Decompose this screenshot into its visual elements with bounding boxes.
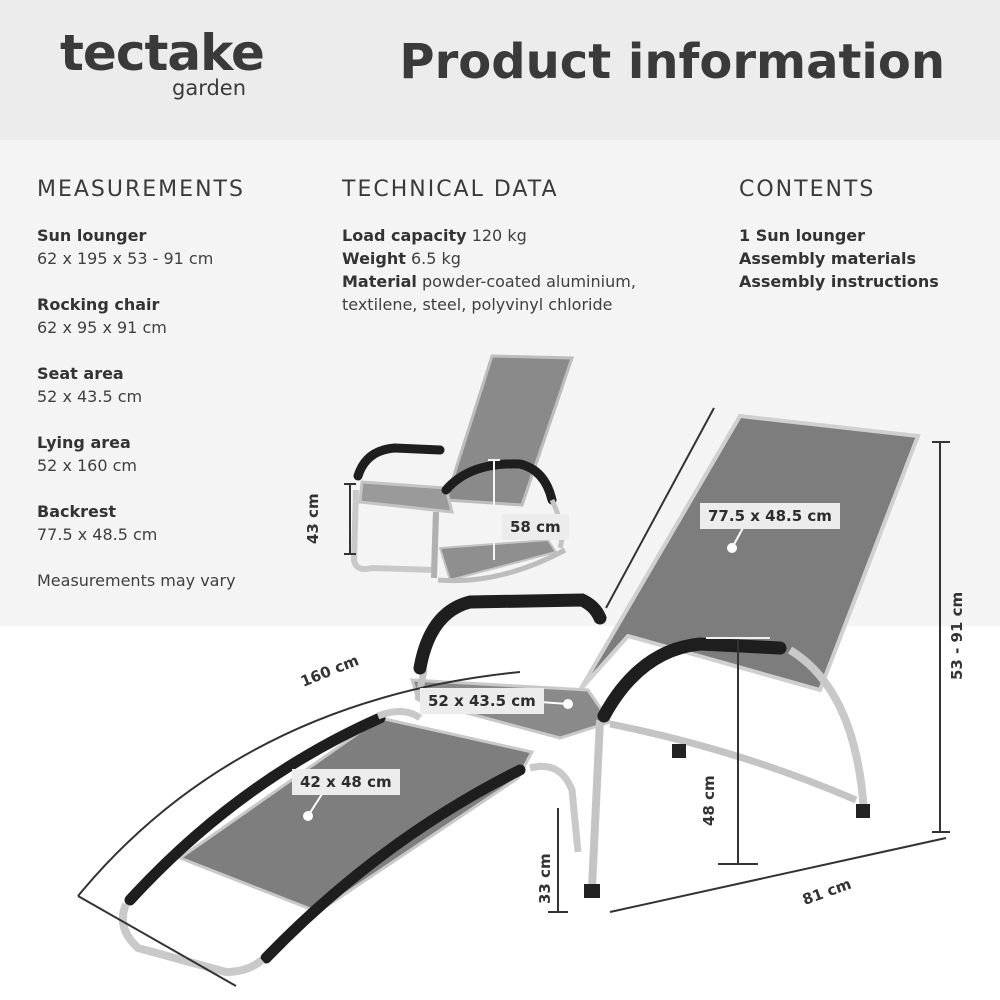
rocking-chair-backrest — [443, 354, 575, 507]
brand-sub: garden — [172, 76, 247, 100]
rocking-chair-seat — [358, 480, 454, 514]
material-label: Material — [342, 272, 417, 292]
header: tectake garden Product information — [0, 0, 1000, 140]
page-title: Product information — [399, 34, 945, 90]
load-capacity-line: Load capacity 120 kg — [342, 224, 636, 247]
measurement-value: 52 x 160 cm — [37, 456, 138, 476]
weight-label: Weight — [342, 249, 406, 269]
measurements-note: Measurements may vary — [37, 571, 236, 591]
load-capacity-value: 120 kg — [471, 226, 527, 246]
rocking-chair-armrest-left — [353, 443, 445, 481]
measurement-item: Lying area 52 x 160 cm — [37, 431, 245, 477]
measurement-label: Rocking chair — [37, 295, 160, 315]
sun-lounger-armrest-right — [597, 637, 787, 723]
footrest-rail-right — [260, 764, 526, 964]
dim-line-width — [609, 837, 947, 913]
dim-line-length — [77, 671, 521, 897]
contents-item: Assembly instructions — [739, 272, 939, 292]
contents-item: Assembly materials — [739, 249, 917, 269]
sun-lounger-footrest — [176, 716, 535, 914]
dim-line-backrest — [605, 407, 715, 609]
sun-lounger-armrest-left — [413, 593, 607, 675]
measurement-value: 52 x 43.5 cm — [37, 387, 143, 407]
material-line-2: textilene, steel, polyvinyl chloride — [342, 295, 613, 315]
seat-dimension-tag: 52 x 43.5 cm — [420, 688, 544, 714]
measurement-value: 77.5 x 48.5 cm — [37, 525, 158, 545]
foot-height-label: 33 cm — [536, 853, 554, 904]
weight-value: 6.5 kg — [411, 249, 461, 269]
weight-line: Weight 6.5 kg — [342, 247, 636, 270]
small-seat-dimension-tag: 58 cm — [502, 514, 569, 540]
technical-heading: TECHNICAL DATA — [342, 177, 559, 202]
measurements-column: MEASUREMENTS Sun lounger 62 x 195 x 53 -… — [37, 177, 245, 592]
measurement-item: Rocking chair 62 x 95 x 91 cm — [37, 293, 245, 339]
sun-lounger-backrest — [578, 413, 921, 693]
measurement-label: Sun lounger — [37, 226, 147, 246]
material-value: powder-coated aluminium, — [421, 272, 636, 292]
rocking-chair-drawing — [344, 354, 575, 584]
material-line: Material powder-coated aluminium, — [342, 270, 636, 293]
contents-item: 1 Sun lounger — [739, 226, 866, 246]
small-height-label: 43 cm — [304, 493, 322, 544]
measurement-value: 62 x 195 x 53 - 91 cm — [37, 249, 214, 269]
rocking-chair-frame — [350, 489, 439, 574]
height-range-label: 53 - 91 cm — [948, 591, 966, 680]
footrest-dimension-tag: 42 x 48 cm — [292, 769, 400, 795]
technical-column: TECHNICAL DATA Load capacity 120 kg Weig… — [342, 177, 636, 316]
backrest-dimension-tag: 77.5 x 48.5 cm — [700, 503, 840, 529]
footrest-rail-left — [124, 712, 386, 906]
sun-lounger-drawing — [77, 407, 950, 987]
seat-height-label: 48 cm — [700, 775, 718, 826]
measurement-item: Backrest 77.5 x 48.5 cm — [37, 500, 245, 546]
footrest-frame — [119, 902, 265, 977]
sun-lounger-front-leg — [588, 719, 604, 889]
sun-lounger-foot — [672, 744, 686, 758]
sun-lounger-foot — [584, 884, 600, 898]
contents-heading: CONTENTS — [739, 177, 876, 202]
measurement-value: 62 x 95 x 91 cm — [37, 318, 167, 338]
measurements-heading: MEASUREMENTS — [37, 177, 245, 202]
load-capacity-label: Load capacity — [342, 226, 467, 246]
measurement-item: Seat area 52 x 43.5 cm — [37, 362, 245, 408]
sun-lounger-frame-right — [787, 646, 868, 813]
measurement-label: Lying area — [37, 433, 131, 453]
measurement-item: Sun lounger 62 x 195 x 53 - 91 cm — [37, 224, 245, 270]
sun-lounger-foot — [856, 804, 870, 818]
brand-logo: tectake — [60, 24, 265, 82]
measurement-label: Backrest — [37, 502, 117, 522]
measurement-label: Seat area — [37, 364, 124, 384]
rocking-chair-armrest-right — [441, 459, 557, 505]
contents-column: CONTENTS 1 Sun lounger Assembly material… — [739, 177, 939, 293]
